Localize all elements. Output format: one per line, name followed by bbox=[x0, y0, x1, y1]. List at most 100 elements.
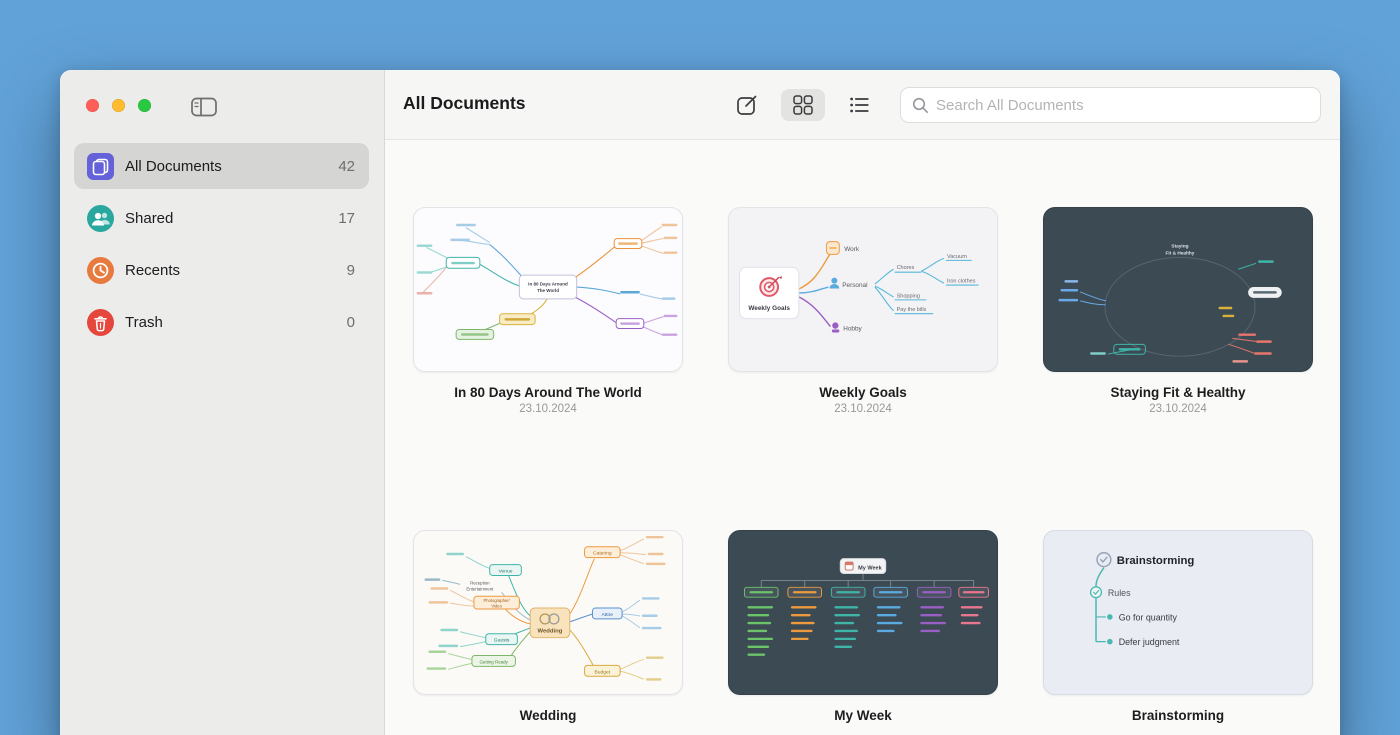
documents-icon bbox=[87, 152, 114, 180]
document-card[interactable]: Weekly Goals Work Personal bbox=[728, 207, 998, 415]
svg-text:Rules: Rules bbox=[1108, 588, 1131, 598]
svg-text:Shopping: Shopping bbox=[897, 293, 920, 299]
svg-text:Pay the bills: Pay the bills bbox=[897, 307, 927, 313]
column-4 bbox=[873, 586, 908, 633]
hobby-node: Hobby bbox=[831, 322, 863, 332]
sidebar-toggle-icon bbox=[191, 97, 217, 117]
document-card[interactable]: Brainstorming Rules bbox=[1043, 530, 1313, 726]
node-labels: Venue Reception Entertainment Photograph… bbox=[466, 551, 613, 676]
rules-row: Rules bbox=[1089, 586, 1131, 599]
sidebar-item-label: All Documents bbox=[125, 157, 222, 175]
document-title: Wedding bbox=[519, 708, 577, 723]
document-card[interactable]: In 80 Days Around The World In 80 Days A… bbox=[413, 207, 683, 415]
leaf-nodes bbox=[424, 535, 666, 681]
sidebar-item-shared[interactable]: Shared 17 bbox=[74, 195, 369, 241]
connector-lines bbox=[1095, 567, 1106, 643]
document-thumbnail: My Week bbox=[728, 530, 998, 695]
sidebar-item-label: Trash bbox=[125, 313, 163, 331]
document-card[interactable]: Staying Fit & Healthy Staying Fit & Heal… bbox=[1043, 207, 1313, 415]
outline-brainstorming: Brainstorming Rules bbox=[1089, 551, 1195, 647]
document-card[interactable]: Venue Reception Entertainment Photograph… bbox=[413, 530, 683, 726]
document-thumbnail: Brainstorming Rules bbox=[1043, 530, 1313, 695]
zoom-button[interactable] bbox=[138, 99, 151, 112]
mindmap-weekly-goals: Weekly Goals Work Personal bbox=[739, 241, 979, 332]
search-icon bbox=[912, 97, 929, 114]
sidebar-item-recents[interactable]: Recents 9 bbox=[74, 247, 369, 293]
traffic-lights bbox=[86, 99, 151, 112]
document-thumbnail: Venue Reception Entertainment Photograph… bbox=[413, 530, 683, 695]
sidebar-toggle-button[interactable] bbox=[188, 94, 220, 120]
svg-text:Venue: Venue bbox=[499, 568, 513, 574]
sidebar-item-trash[interactable]: Trash 0 bbox=[74, 299, 369, 345]
search-field[interactable] bbox=[900, 87, 1321, 123]
column-2 bbox=[787, 586, 823, 641]
close-button[interactable] bbox=[86, 99, 99, 112]
svg-text:Vacuum: Vacuum bbox=[947, 254, 967, 260]
new-document-button[interactable] bbox=[731, 90, 763, 120]
sidebar-item-label: Recents bbox=[125, 261, 181, 279]
leaf-nodes bbox=[416, 223, 678, 340]
personal-node: Personal bbox=[829, 277, 868, 289]
trash-icon bbox=[87, 308, 114, 336]
svg-text:Work: Work bbox=[844, 246, 860, 253]
main-header: All Documents bbox=[385, 70, 1340, 140]
document-thumbnail: Weekly Goals Work Personal bbox=[728, 207, 998, 372]
rings-icon bbox=[539, 613, 560, 625]
grid-view-button[interactable] bbox=[781, 89, 825, 121]
svg-text:The World: The World bbox=[537, 288, 559, 293]
shared-icon bbox=[87, 204, 114, 232]
column-5 bbox=[916, 586, 952, 633]
document-date: 23.10.2024 bbox=[834, 403, 892, 415]
mindmap-staying-fit: Staying Fit & Healthy bbox=[1058, 244, 1282, 363]
sidebar-item-all-documents[interactable]: All Documents 42 bbox=[74, 143, 369, 189]
personal-subnodes: Chores Vacuum Iron clothes Shopping Pay … bbox=[897, 254, 976, 313]
svg-text:Video: Video bbox=[491, 604, 502, 609]
document-date: 23.10.2024 bbox=[519, 403, 577, 415]
recents-icon bbox=[87, 256, 114, 284]
svg-text:Brainstorming: Brainstorming bbox=[1117, 555, 1195, 567]
svg-text:Catering: Catering bbox=[593, 551, 612, 557]
document-thumbnail: Staying Fit & Healthy bbox=[1043, 207, 1313, 372]
svg-text:Personal: Personal bbox=[842, 282, 867, 289]
tree-lines bbox=[760, 573, 975, 588]
root-card: Weekly Goals bbox=[739, 266, 800, 320]
minimize-button[interactable] bbox=[112, 99, 125, 112]
svg-text:Hobby: Hobby bbox=[843, 325, 862, 332]
target-icon bbox=[759, 276, 783, 297]
sidebar-item-label: Shared bbox=[125, 209, 174, 227]
document-title: My Week bbox=[834, 708, 892, 723]
mindmap-wedding: Venue Reception Entertainment Photograph… bbox=[424, 535, 666, 681]
svg-text:Wedding: Wedding bbox=[538, 628, 563, 634]
central-node: Wedding bbox=[529, 607, 571, 639]
main-content: All Documents bbox=[385, 70, 1340, 735]
svg-text:Fit & Healthy: Fit & Healthy bbox=[1166, 250, 1195, 256]
sidebar: All Documents 42 Shared 17 bbox=[60, 70, 385, 735]
svg-text:Budget: Budget bbox=[595, 669, 611, 675]
svg-text:Staying: Staying bbox=[1171, 244, 1188, 250]
document-card[interactable]: My Week My Week bbox=[728, 530, 998, 726]
list-view-button[interactable] bbox=[837, 89, 881, 121]
mindmap-my-week: My Week bbox=[743, 558, 989, 656]
sidebar-item-count: 17 bbox=[338, 209, 355, 227]
root-node: My Week bbox=[839, 558, 887, 574]
document-title: Brainstorming bbox=[1131, 708, 1225, 723]
search-input[interactable] bbox=[936, 96, 1310, 114]
svg-text:Getting Ready: Getting Ready bbox=[479, 659, 508, 664]
column-6 bbox=[958, 586, 989, 625]
svg-text:Defer judgment: Defer judgment bbox=[1119, 637, 1180, 647]
grid-view-icon bbox=[793, 95, 813, 115]
central-node: In 80 Days Around The World bbox=[518, 274, 578, 300]
svg-text:Attire: Attire bbox=[602, 612, 614, 618]
title-row: Brainstorming bbox=[1096, 551, 1195, 568]
sidebar-item-count: 9 bbox=[346, 261, 355, 279]
app-window: All Documents 42 Shared 17 bbox=[60, 70, 1340, 735]
document-date: 23.10.2024 bbox=[1149, 403, 1207, 415]
svg-text:Iron clothes: Iron clothes bbox=[947, 279, 976, 285]
column-3 bbox=[830, 586, 866, 648]
document-grid: In 80 Days Around The World In 80 Days A… bbox=[385, 140, 1340, 735]
sidebar-list: All Documents 42 Shared 17 bbox=[74, 143, 369, 351]
bullet-items: Go for quantity Defer judgment bbox=[1107, 612, 1180, 647]
svg-text:My Week: My Week bbox=[858, 565, 882, 571]
page-title: All Documents bbox=[403, 93, 526, 113]
sidebar-item-count: 42 bbox=[338, 157, 355, 175]
